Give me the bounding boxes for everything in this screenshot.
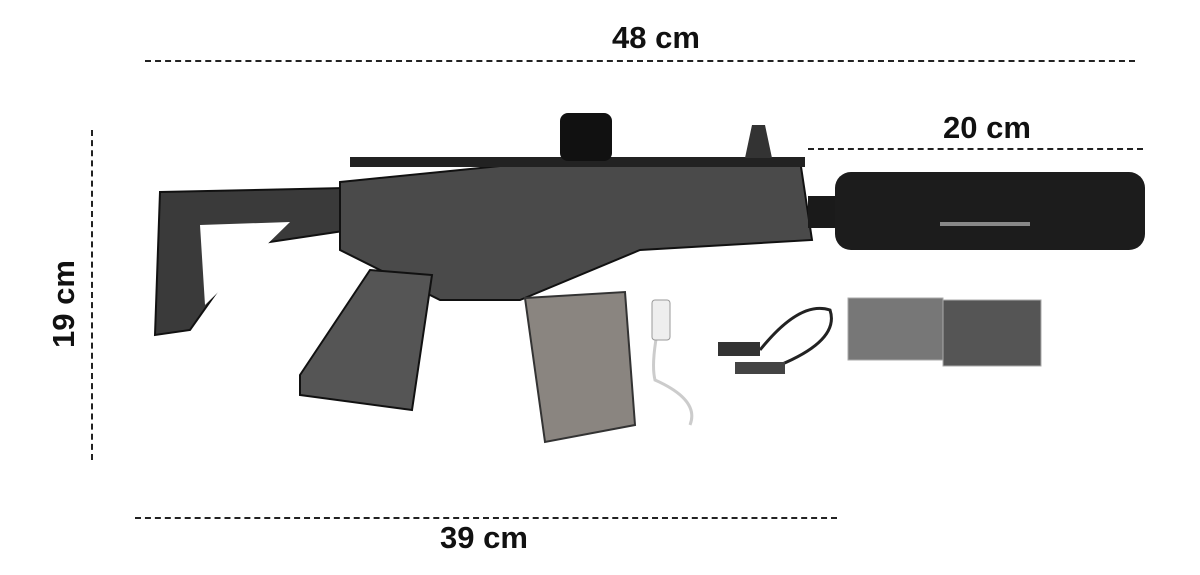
suppressor-dimension-line [808,148,1143,150]
stock-cutout [200,222,290,305]
body-length-label: 39 cm [440,520,528,555]
gel-hopper [560,113,612,161]
suppressor [835,172,1145,250]
suppressor-length-label: 20 cm [943,110,1031,145]
gel-bead-pack-2 [942,299,1042,367]
battery-connector [718,342,760,356]
total-length-dimension-line [145,60,1135,62]
total-length-label: 48 cm [612,20,700,55]
dc-plug [735,362,785,374]
height-label: 19 cm [45,260,81,348]
magazine [523,290,637,444]
usb-plug [651,299,671,341]
front-sight [745,125,772,158]
top-rail [350,157,805,167]
suppressor-slot [940,222,1030,226]
gel-bead-pack-1 [847,297,944,361]
pistol-grip [299,268,434,412]
battery-cable [758,306,833,367]
body-length-dimension-line [135,517,837,519]
height-dimension-line [91,130,93,460]
gun-stock [153,186,352,337]
